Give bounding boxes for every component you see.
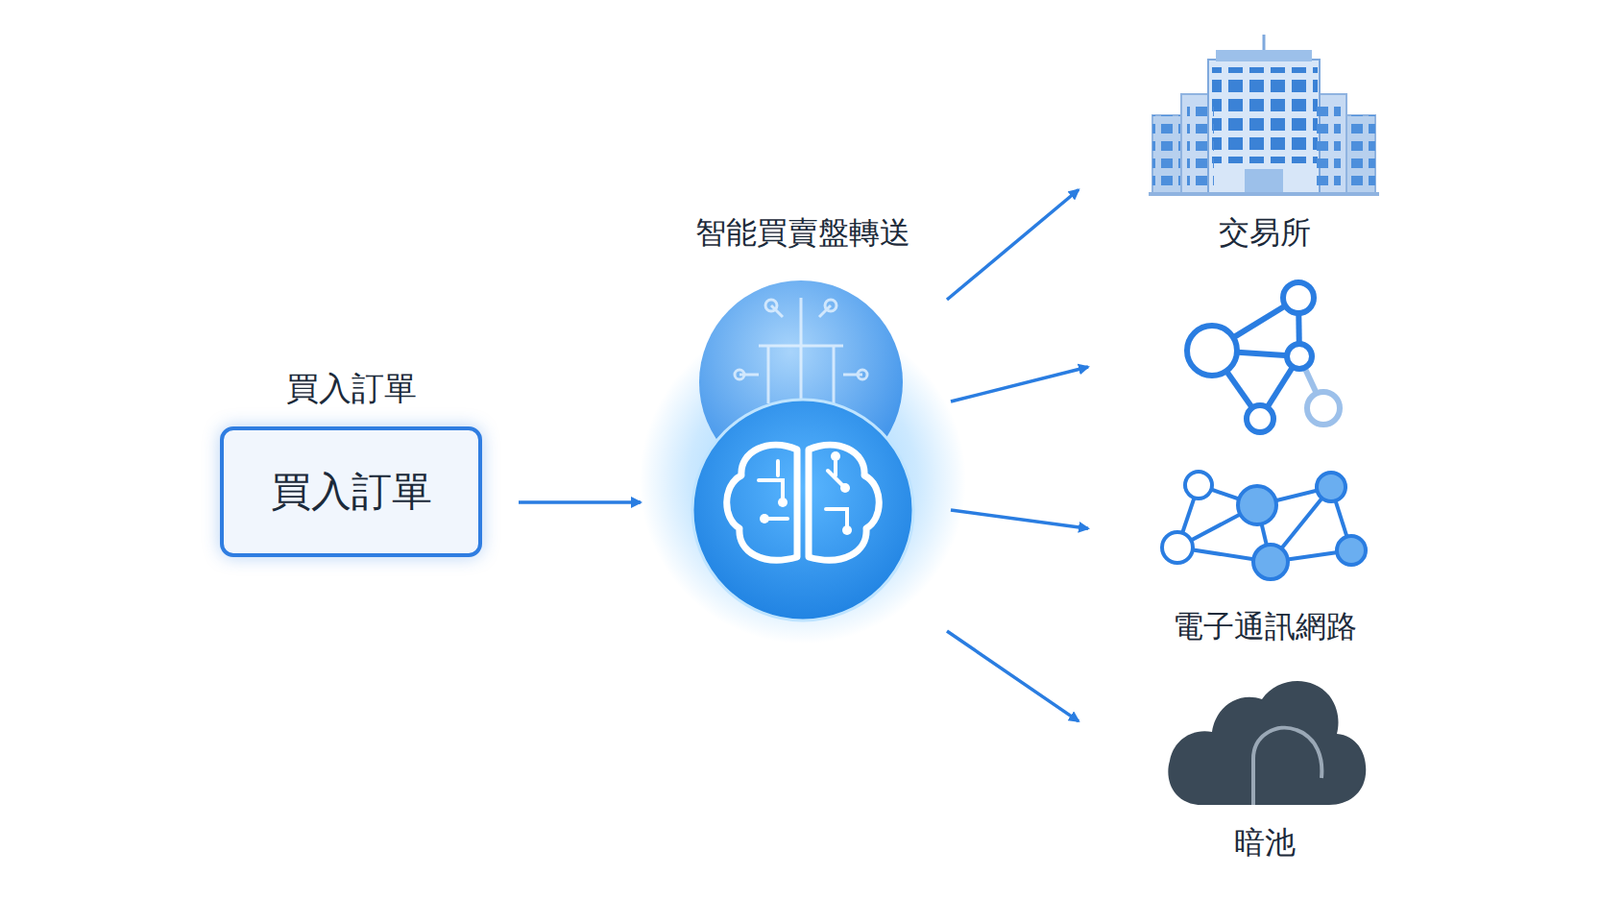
node-label: 電子通訊網路 bbox=[1090, 606, 1440, 649]
route-arrow bbox=[950, 366, 1089, 402]
node-label: 買入訂單 bbox=[270, 464, 433, 519]
flow-arrow bbox=[950, 509, 1089, 529]
brain-illustration bbox=[639, 280, 967, 644]
flow-arrow bbox=[518, 500, 641, 505]
flow-arrow bbox=[946, 190, 1079, 301]
dark-pool-cloud bbox=[1167, 680, 1366, 805]
network-icon bbox=[1187, 282, 1340, 433]
node-label: 暗池 bbox=[1085, 822, 1445, 865]
network-icon bbox=[1162, 471, 1366, 580]
venue-node: 暗池 bbox=[1085, 662, 1445, 865]
node-heading: 買入訂單 bbox=[286, 366, 417, 412]
node-label: 智能買賣盤轉送 bbox=[695, 212, 911, 255]
flow-arrow bbox=[946, 630, 1079, 722]
routing-engine: 智能買賣盤轉送 bbox=[689, 273, 917, 625]
venue-node: 交易所 bbox=[1085, 38, 1445, 255]
node-label: 交易所 bbox=[1085, 212, 1445, 255]
venue-node: 電子通訊網路 bbox=[1090, 460, 1440, 649]
exchange-building bbox=[1148, 34, 1380, 196]
order-box: 買入訂單買入訂單 bbox=[219, 426, 483, 558]
